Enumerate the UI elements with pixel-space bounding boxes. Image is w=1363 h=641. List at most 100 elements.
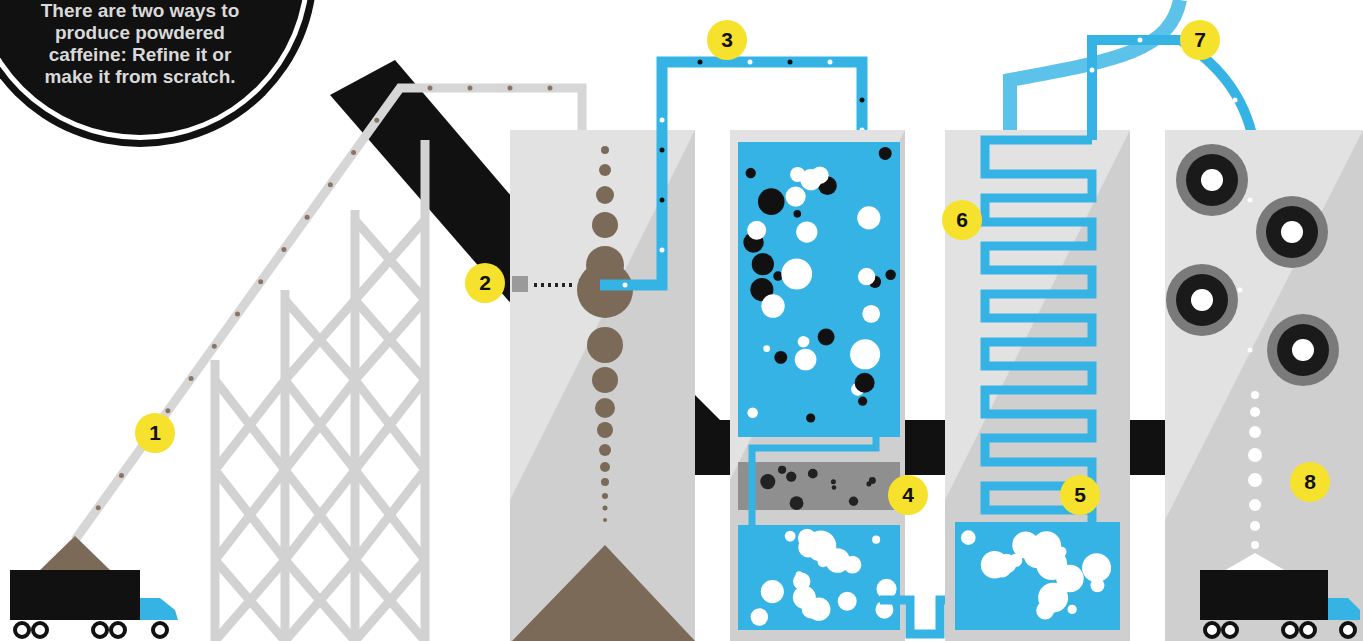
bubble: [885, 270, 895, 280]
callout-number: 4: [888, 475, 928, 515]
load-dot: [351, 150, 356, 155]
falling-beans: [577, 146, 633, 522]
load-dot: [258, 279, 263, 284]
bubble: [862, 305, 880, 323]
injector: [512, 276, 528, 292]
bubble: [786, 186, 806, 206]
magnifier-circle: There are two ways to produce powdered c…: [0, 0, 305, 135]
bubble: [785, 531, 796, 542]
lower-tank: [738, 525, 900, 630]
bubble: [800, 169, 821, 190]
bubble: [818, 328, 835, 345]
bubble: [806, 413, 815, 422]
powder-fall: [1090, 38, 1263, 550]
carbon-grain: [778, 466, 786, 474]
load-dot: [96, 505, 101, 510]
load-dot: [508, 86, 513, 91]
rollers: [1166, 144, 1339, 386]
separation-tower: [730, 130, 905, 641]
bubble: [879, 147, 892, 160]
bubble: [796, 571, 803, 578]
trestle: [215, 140, 425, 641]
bubble: [858, 268, 875, 285]
bubble: [746, 168, 756, 178]
bubble: [1068, 605, 1077, 614]
bubble: [805, 530, 836, 561]
truck-cab: [140, 598, 178, 620]
bubbles: [743, 147, 896, 626]
crystal-tank: [955, 522, 1120, 630]
bubble: [761, 294, 784, 317]
callout-number: 1: [135, 413, 175, 453]
riser: [1087, 40, 1097, 140]
bubble: [1009, 554, 1022, 567]
bubble: [751, 608, 768, 625]
bubble: [850, 339, 880, 369]
bubble: [857, 206, 880, 229]
bubble: [961, 530, 976, 545]
load-dot: [119, 473, 124, 478]
bubble: [855, 373, 875, 393]
carbon-grain: [849, 497, 858, 506]
bubble: [752, 253, 774, 275]
conveyor-load: [96, 86, 553, 511]
bubble: [1037, 535, 1057, 555]
conveyor: [75, 88, 582, 540]
bubble: [793, 210, 801, 218]
bubble: [747, 221, 766, 240]
raw-pile: [38, 536, 112, 572]
load-dot: [328, 182, 333, 187]
wash-tank: [738, 142, 900, 437]
truck-body: [1200, 570, 1328, 620]
bubble: [758, 188, 785, 215]
truck-wheels: [15, 623, 167, 637]
bubble: [747, 407, 758, 418]
bubble: [781, 259, 812, 290]
load-dot: [428, 86, 433, 91]
bubble: [795, 349, 817, 371]
carbon-grain: [760, 474, 775, 489]
intro-text: There are two ways to produce powdered c…: [30, 0, 250, 88]
bubble: [1082, 553, 1111, 582]
load-dot: [212, 344, 217, 349]
bubble: [872, 536, 880, 544]
callout-number: 2: [465, 263, 505, 303]
solvent-feed: [534, 283, 575, 287]
callout-number: 5: [1060, 475, 1100, 515]
carbon-grain: [786, 472, 796, 482]
bubble: [774, 351, 787, 364]
bubble: [1056, 565, 1083, 592]
carbon-grain: [831, 479, 836, 484]
load-dot: [305, 215, 310, 220]
bubbles: [961, 530, 1111, 619]
bubble: [798, 336, 810, 348]
bubble: [761, 580, 784, 603]
callout-number: 8: [1290, 462, 1330, 502]
load-dot: [235, 312, 240, 317]
load-dot: [468, 86, 473, 91]
bubble: [796, 221, 817, 242]
bean-pile: [512, 545, 695, 641]
carbon-filter: [738, 462, 900, 510]
tower-shade: [1165, 130, 1363, 520]
load-dot: [374, 118, 379, 123]
drying-tower: [1165, 130, 1363, 641]
load-dot: [189, 376, 194, 381]
carbon-grain: [832, 485, 837, 490]
carbon-grain: [808, 469, 818, 479]
truck-wheels: [1205, 623, 1355, 637]
truck-cab: [1328, 598, 1360, 620]
carbon-grain: [869, 477, 876, 484]
tower-shade: [730, 130, 905, 480]
callout-number: 6: [942, 200, 982, 240]
bubble: [802, 599, 821, 618]
drain-pipe: [752, 437, 876, 525]
bubble: [858, 397, 867, 406]
callout-number: 7: [1180, 20, 1220, 60]
truck-body: [10, 570, 140, 620]
powder-pile: [1222, 553, 1288, 572]
load-dot: [165, 408, 170, 413]
bubble: [773, 271, 783, 281]
carbon-grain: [790, 496, 804, 510]
callout-number: 3: [707, 20, 747, 60]
